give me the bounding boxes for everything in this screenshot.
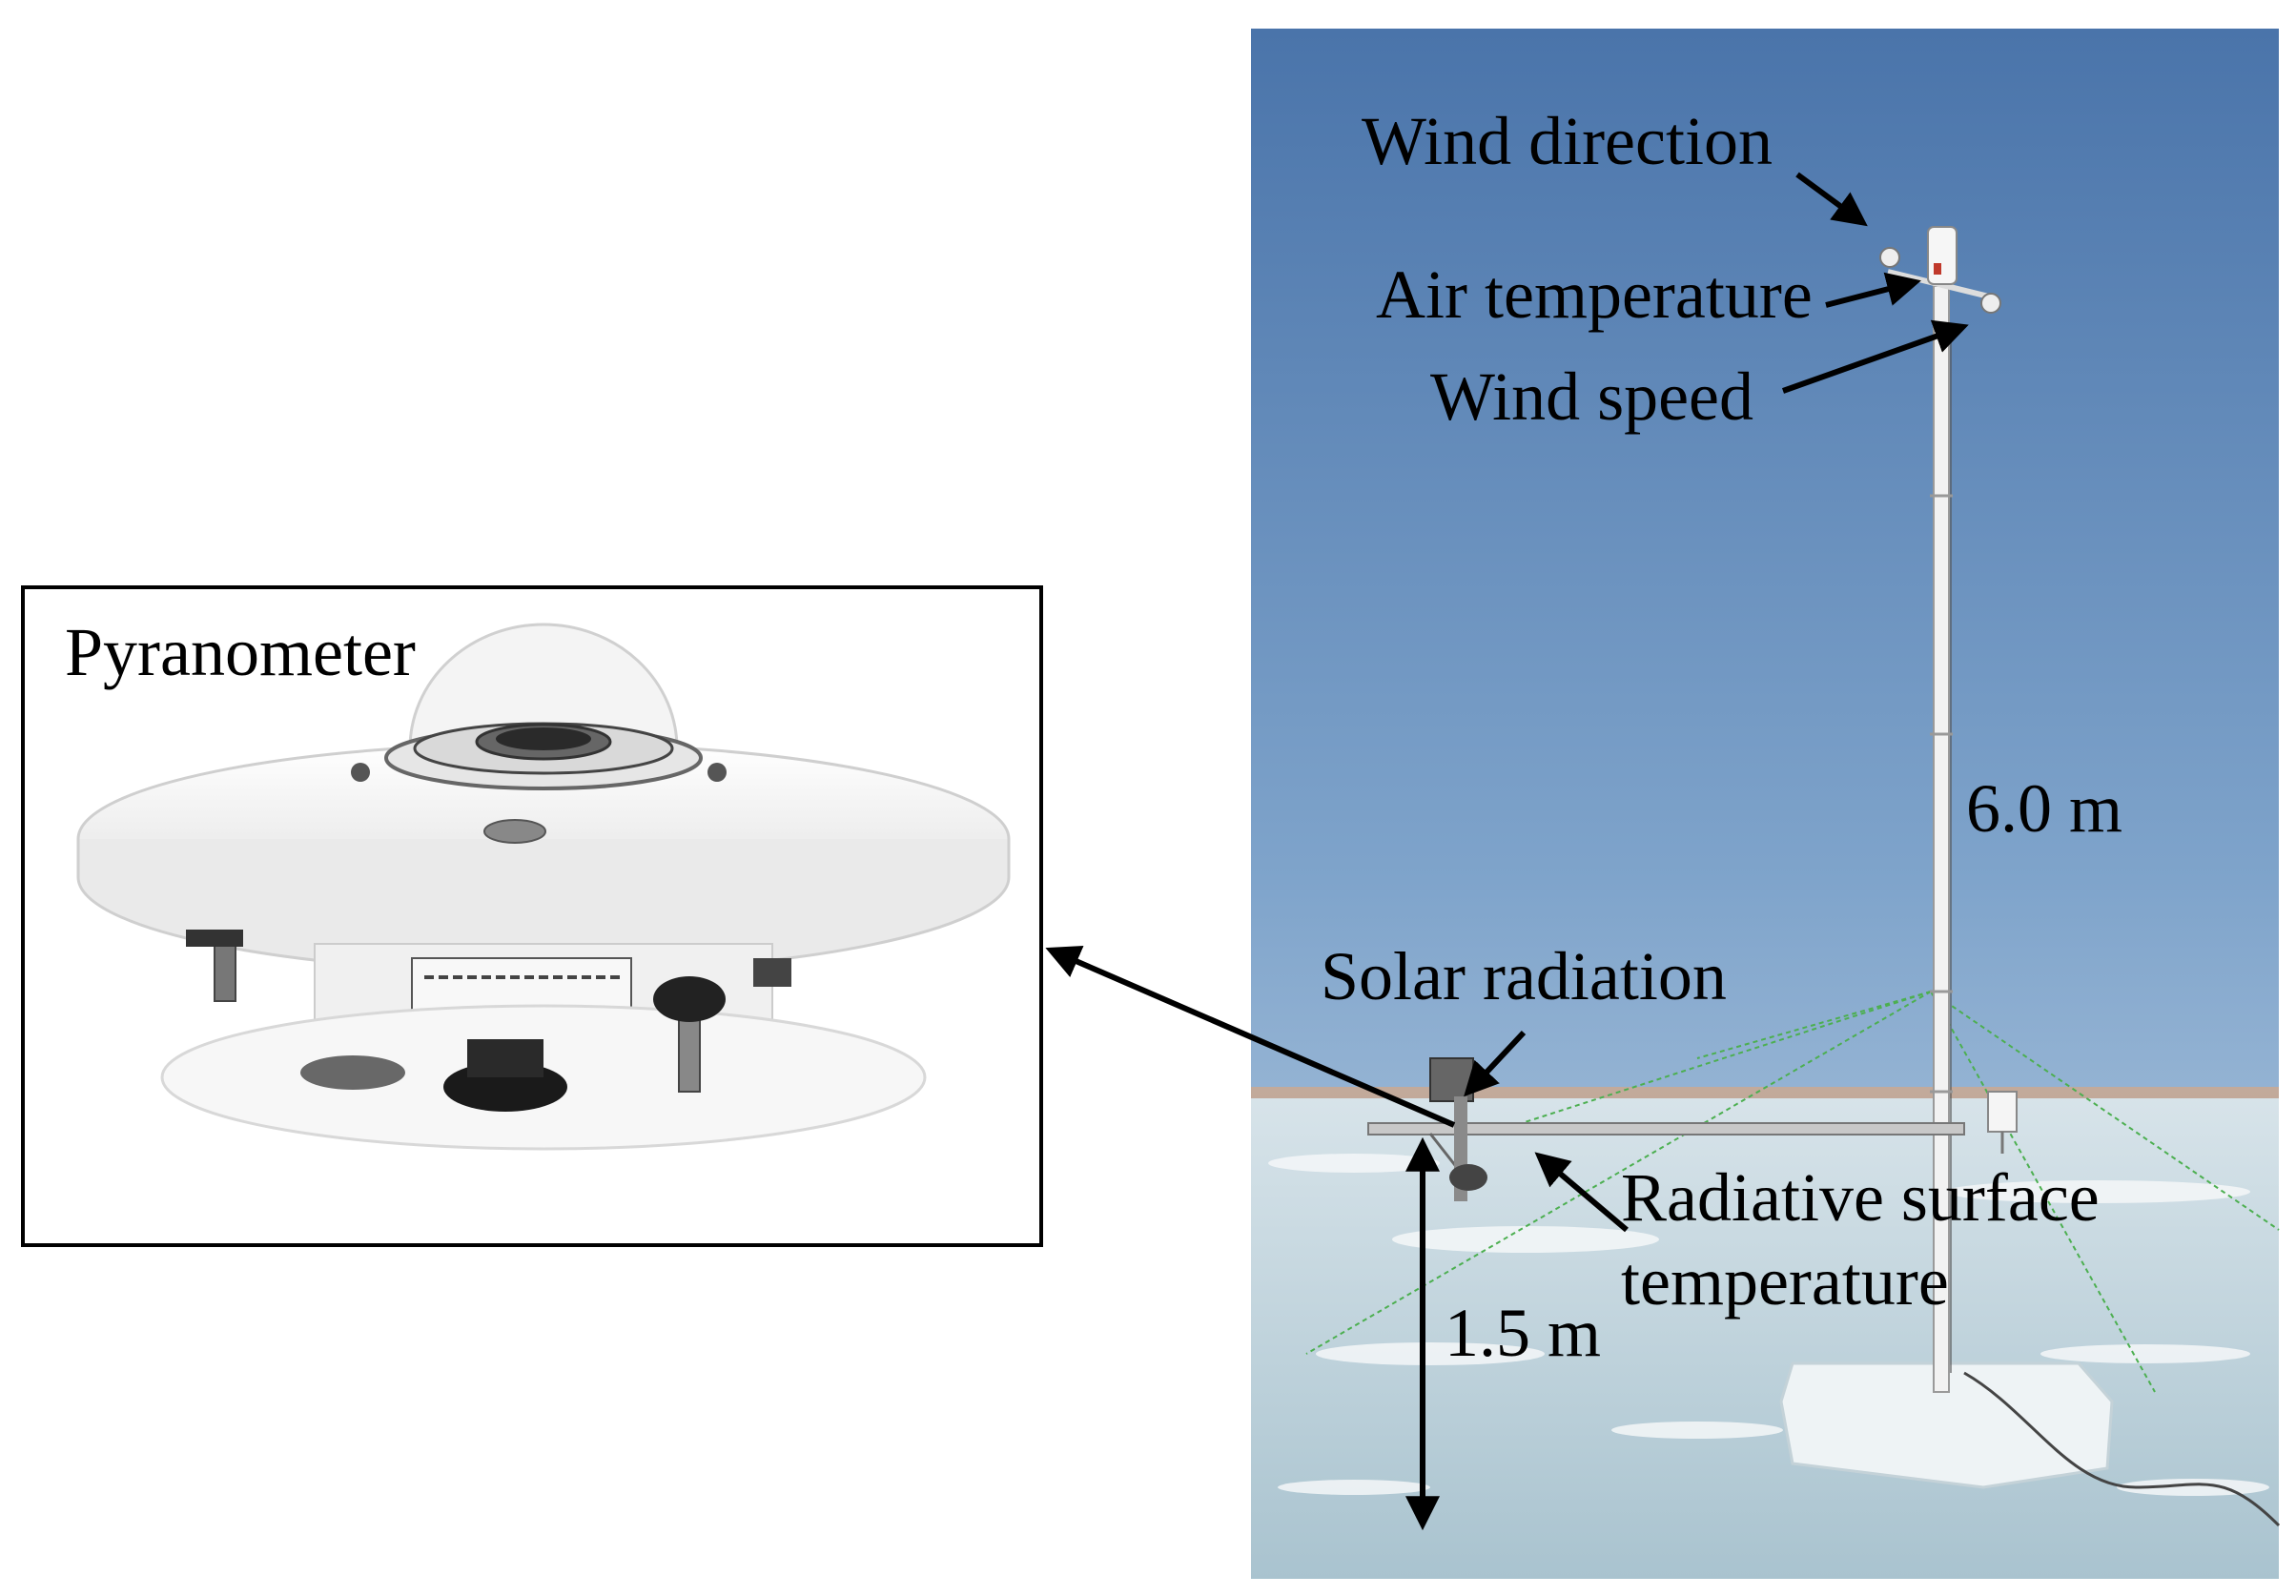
arrow-air-temperature <box>1825 272 1921 308</box>
label-air-temperature: Air temperature <box>1376 256 1813 333</box>
label-wind-direction: Wind direction <box>1362 103 1773 179</box>
ice-block-base <box>1779 1361 2114 1489</box>
label-radiative-surface-line1: Radiative surface <box>1621 1159 2100 1236</box>
label-wind-speed: Wind speed <box>1430 358 1753 435</box>
inset-title: Pyranometer <box>65 614 416 690</box>
crossarm <box>1367 1122 1965 1183</box>
annotation-arrows <box>1045 172 1969 1531</box>
glass-dome-icon <box>408 623 679 750</box>
label-mast-height: 6.0 m <box>1966 770 2122 847</box>
pyranometer-inset <box>21 585 1043 1247</box>
arrow-radiative-surface <box>1534 1152 1629 1233</box>
arrow-wind-speed <box>1781 319 1969 394</box>
radiation-sensor <box>1429 1057 1487 1201</box>
label-sensor-height: 1.5 m <box>1445 1295 1601 1371</box>
label-radiative-surface-line2: temperature <box>1621 1243 1949 1320</box>
arrow-solar-radiation <box>1464 1030 1527 1097</box>
arrow-wind-direction <box>1795 172 1868 227</box>
sensor-box <box>1987 1091 2018 1133</box>
arrow-to-inset <box>1045 945 1456 1128</box>
label-solar-radiation: Solar radiation <box>1321 938 1727 1014</box>
